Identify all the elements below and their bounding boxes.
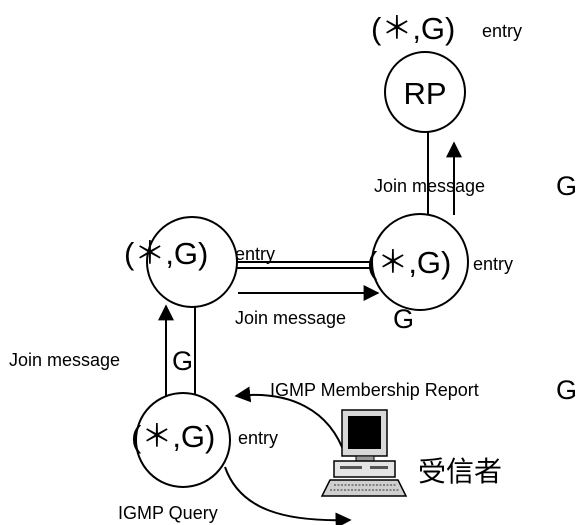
igmp-report-arrow (234, 386, 346, 456)
bottom-entry-tuple: (＊,G) (131, 419, 215, 454)
join-message-left-to-right-label: Join message (235, 308, 346, 328)
join-message-bottom-to-left-group: G (172, 346, 193, 376)
left-entry-tuple: (＊,G) (124, 236, 208, 271)
desktop-computer-icon (320, 409, 408, 497)
join-message-left-to-right-group: G (393, 304, 414, 334)
receiver-label: 受信者 (418, 455, 502, 488)
router-left-node (146, 216, 238, 308)
join-message-right-to-rp-label: Join message (374, 176, 485, 196)
right-entry-word: entry (473, 254, 513, 274)
left-entry-word: entry (235, 244, 275, 264)
join-message-bottom-to-left-label: Join message (9, 350, 120, 370)
rp-label: RP (403, 76, 446, 111)
right-entry-tuple: (＊,G) (367, 245, 451, 280)
igmp-query-arrow (224, 466, 352, 525)
router-right-node (371, 213, 469, 311)
join-message-right-to-rp-group: G (556, 171, 577, 201)
igmp-report-group: G (556, 375, 577, 405)
rp-entry-word: entry (482, 21, 522, 41)
rp-entry-tuple: (＊,G) (371, 11, 455, 46)
igmp-query-label: IGMP Query (118, 503, 218, 523)
igmp-report-label: IGMP Membership Report (270, 380, 479, 400)
router-bottom-node (135, 392, 231, 488)
rp-node (384, 51, 466, 133)
bottom-entry-word: entry (238, 428, 278, 448)
